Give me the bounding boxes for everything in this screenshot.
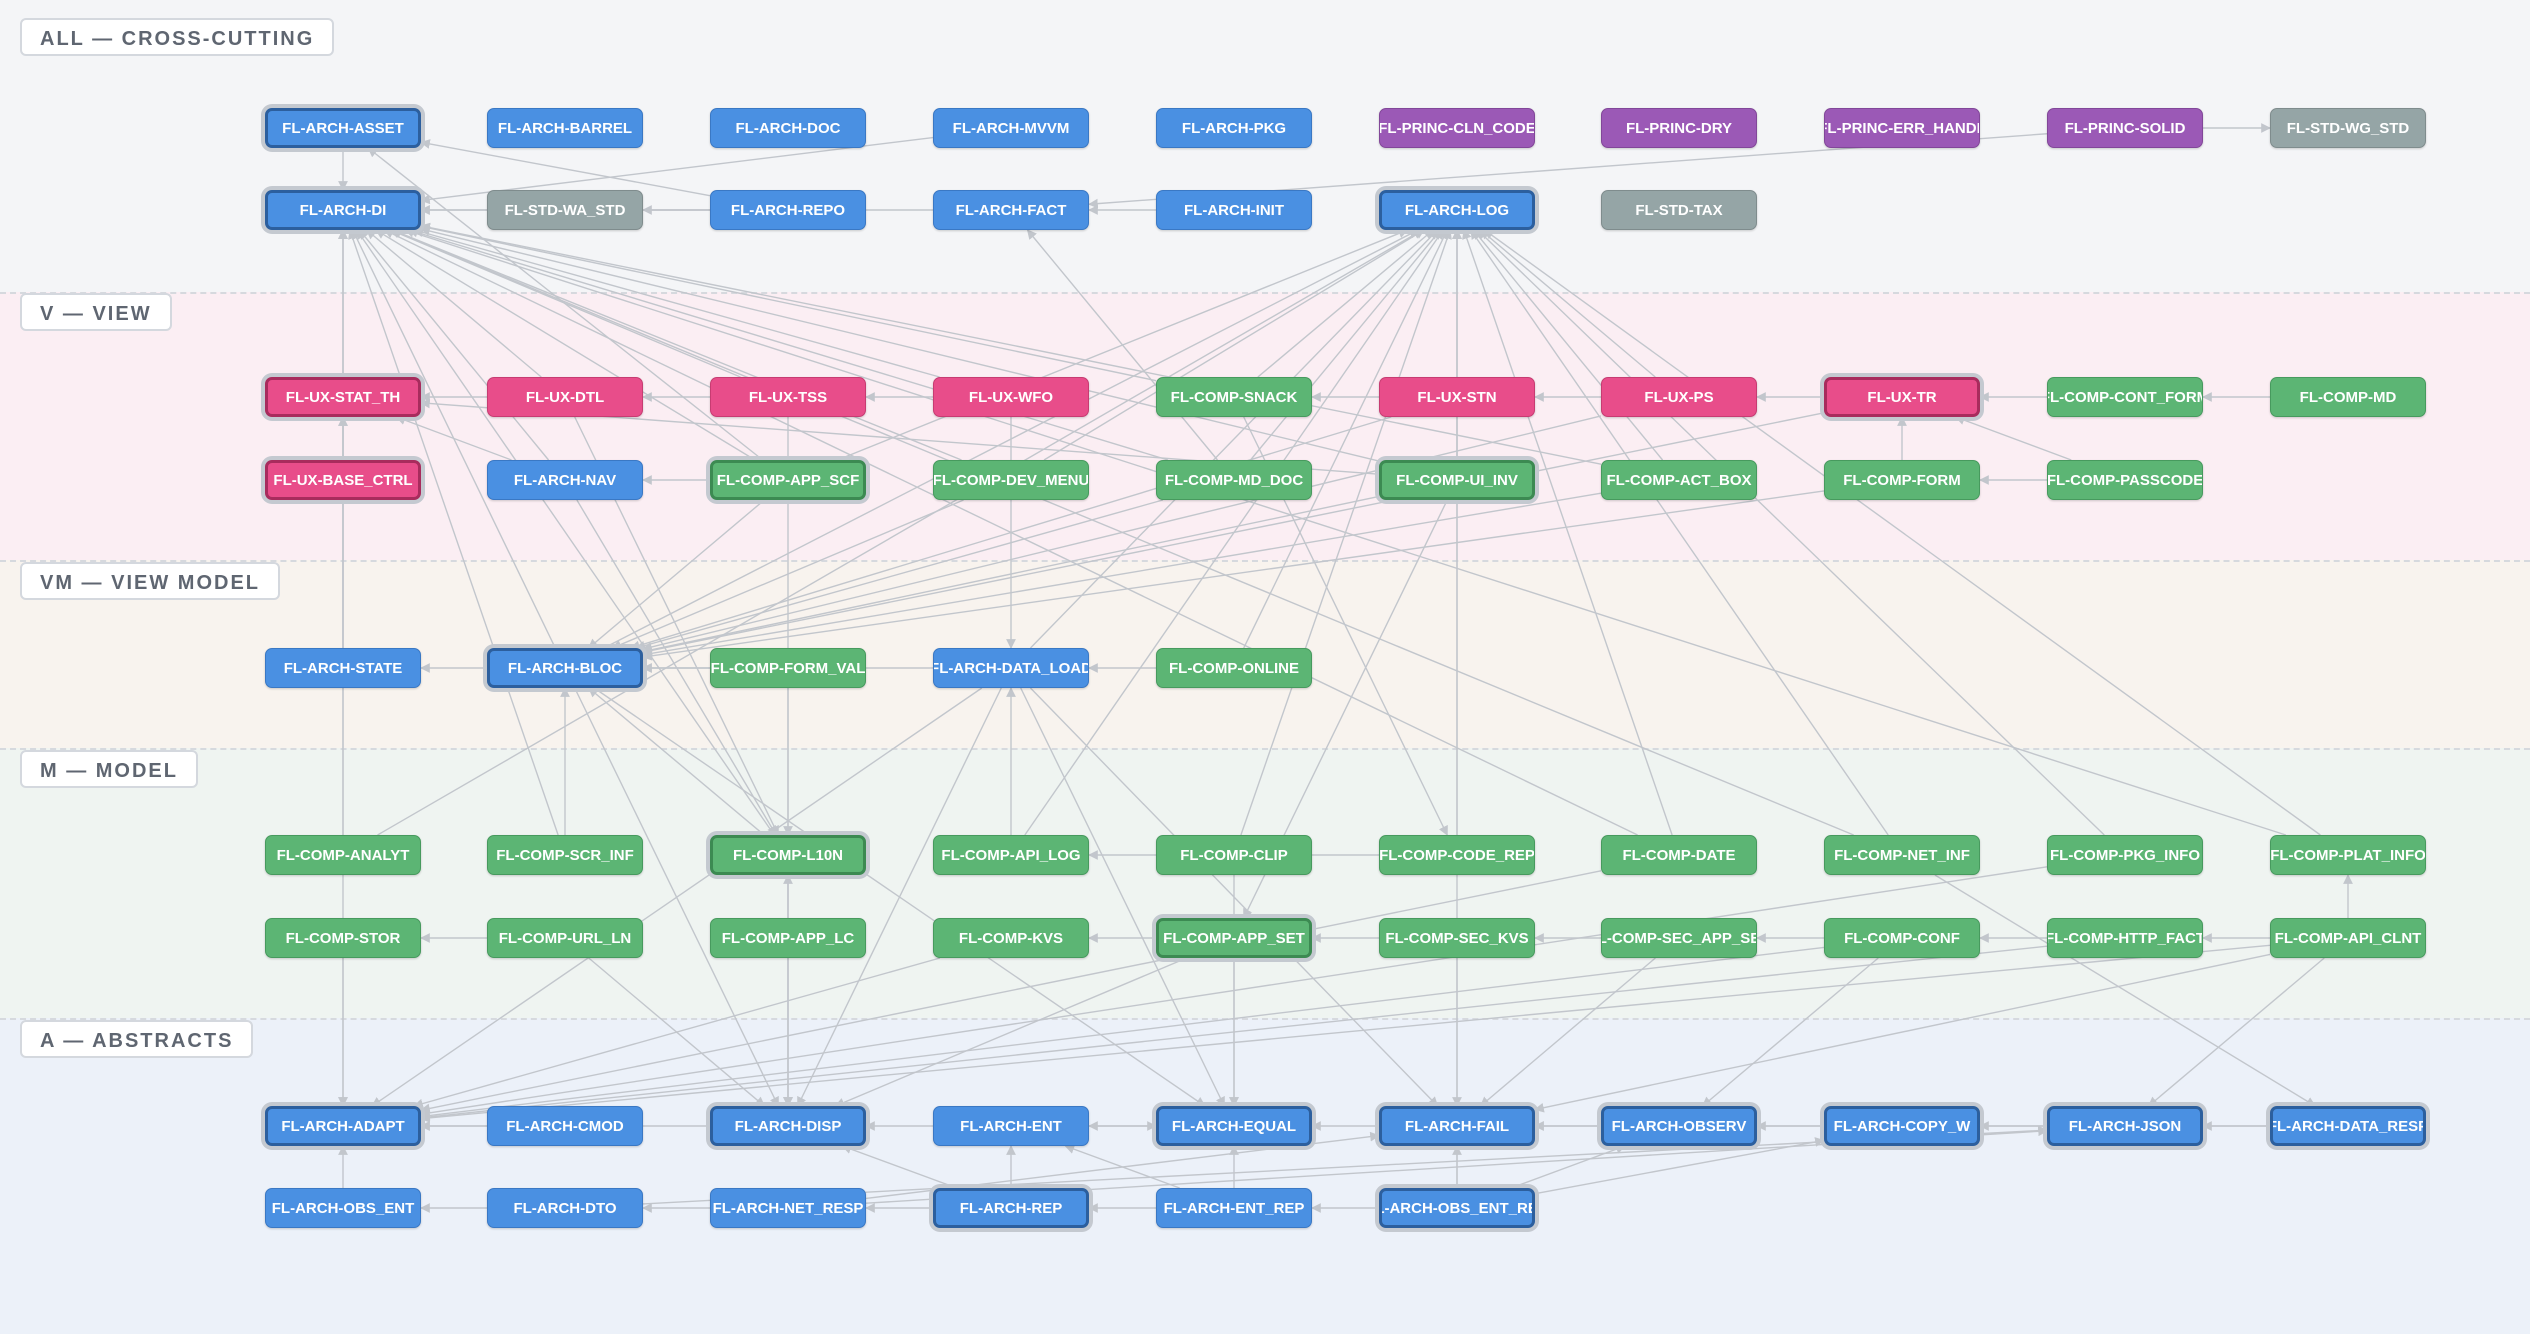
node-fl-princ-cln_code[interactable]: FL-PRINC-CLN_CODE (1379, 108, 1535, 148)
node-fl-arch-rep[interactable]: FL-ARCH-REP (933, 1188, 1089, 1228)
node-fl-arch-doc[interactable]: FL-ARCH-DOC (710, 108, 866, 148)
node-fl-ux-stn[interactable]: FL-UX-STN (1379, 377, 1535, 417)
node-fl-arch-state[interactable]: FL-ARCH-STATE (265, 648, 421, 688)
node-fl-princ-dry[interactable]: FL-PRINC-DRY (1601, 108, 1757, 148)
band-label-a: A — ABSTRACTS (20, 1020, 254, 1058)
node-fl-comp-stor[interactable]: FL-COMP-STOR (265, 918, 421, 958)
node-fl-princ-err_handl[interactable]: FL-PRINC-ERR_HANDL (1824, 108, 1980, 148)
node-fl-arch-fact[interactable]: FL-ARCH-FACT (933, 190, 1089, 230)
node-fl-comp-app_scf[interactable]: FL-COMP-APP_SCF (710, 460, 866, 500)
node-fl-comp-l10n[interactable]: FL-COMP-L10N (710, 835, 866, 875)
node-fl-ux-stat_th[interactable]: FL-UX-STAT_TH (265, 377, 421, 417)
band-m: M — MODEL (0, 748, 2530, 1020)
node-fl-arch-barrel[interactable]: FL-ARCH-BARREL (487, 108, 643, 148)
node-fl-comp-net_inf[interactable]: FL-COMP-NET_INF (1824, 835, 1980, 875)
node-fl-comp-form[interactable]: FL-COMP-FORM (1824, 460, 1980, 500)
band-v: V — VIEW (0, 292, 2530, 562)
node-fl-std-wa_std[interactable]: FL-STD-WA_STD (487, 190, 643, 230)
node-fl-arch-log[interactable]: FL-ARCH-LOG (1379, 190, 1535, 230)
band-label-v: V — VIEW (20, 293, 172, 331)
node-fl-arch-obs_ent_rep[interactable]: FL-ARCH-OBS_ENT_REP (1379, 1188, 1535, 1228)
node-fl-arch-json[interactable]: FL-ARCH-JSON (2047, 1106, 2203, 1146)
node-fl-ux-tss[interactable]: FL-UX-TSS (710, 377, 866, 417)
node-fl-arch-fail[interactable]: FL-ARCH-FAIL (1379, 1106, 1535, 1146)
node-fl-arch-data_resp[interactable]: FL-ARCH-DATA_RESP (2270, 1106, 2426, 1146)
node-fl-arch-asset[interactable]: FL-ARCH-ASSET (265, 108, 421, 148)
node-fl-arch-bloc[interactable]: FL-ARCH-BLOC (487, 648, 643, 688)
node-fl-std-tax[interactable]: FL-STD-TAX (1601, 190, 1757, 230)
band-label-vm: VM — VIEW MODEL (20, 562, 280, 600)
node-fl-comp-passcode[interactable]: FL-COMP-PASSCODE (2047, 460, 2203, 500)
node-fl-comp-conf[interactable]: FL-COMP-CONF (1824, 918, 1980, 958)
node-fl-comp-pkg_info[interactable]: FL-COMP-PKG_INFO (2047, 835, 2203, 875)
node-fl-arch-disp[interactable]: FL-ARCH-DISP (710, 1106, 866, 1146)
node-fl-comp-ui_inv[interactable]: FL-COMP-UI_INV (1379, 460, 1535, 500)
node-fl-comp-form_val[interactable]: FL-COMP-FORM_VAL (710, 648, 866, 688)
node-fl-comp-cont_form[interactable]: FL-COMP-CONT_FORM (2047, 377, 2203, 417)
node-fl-arch-cmod[interactable]: FL-ARCH-CMOD (487, 1106, 643, 1146)
node-fl-comp-app_lc[interactable]: FL-COMP-APP_LC (710, 918, 866, 958)
node-fl-arch-dto[interactable]: FL-ARCH-DTO (487, 1188, 643, 1228)
node-fl-comp-act_box[interactable]: FL-COMP-ACT_BOX (1601, 460, 1757, 500)
node-fl-comp-online[interactable]: FL-COMP-ONLINE (1156, 648, 1312, 688)
node-fl-comp-app_set[interactable]: FL-COMP-APP_SET (1156, 918, 1312, 958)
node-fl-comp-clip[interactable]: FL-COMP-CLIP (1156, 835, 1312, 875)
node-fl-ux-base_ctrl[interactable]: FL-UX-BASE_CTRL (265, 460, 421, 500)
node-fl-arch-pkg[interactable]: FL-ARCH-PKG (1156, 108, 1312, 148)
node-fl-comp-url_ln[interactable]: FL-COMP-URL_LN (487, 918, 643, 958)
node-fl-comp-plat_info[interactable]: FL-COMP-PLAT_INFO (2270, 835, 2426, 875)
node-fl-comp-date[interactable]: FL-COMP-DATE (1601, 835, 1757, 875)
node-fl-arch-copy_w[interactable]: FL-ARCH-COPY_W (1824, 1106, 1980, 1146)
band-a: A — ABSTRACTS (0, 1018, 2530, 1334)
node-fl-arch-di[interactable]: FL-ARCH-DI (265, 190, 421, 230)
node-fl-comp-md[interactable]: FL-COMP-MD (2270, 377, 2426, 417)
node-fl-arch-equal[interactable]: FL-ARCH-EQUAL (1156, 1106, 1312, 1146)
node-fl-arch-init[interactable]: FL-ARCH-INIT (1156, 190, 1312, 230)
node-fl-arch-adapt[interactable]: FL-ARCH-ADAPT (265, 1106, 421, 1146)
node-fl-comp-sec_app_set[interactable]: FL-COMP-SEC_APP_SET (1601, 918, 1757, 958)
node-fl-ux-dtl[interactable]: FL-UX-DTL (487, 377, 643, 417)
band-label-all: ALL — CROSS-CUTTING (20, 18, 335, 56)
node-fl-arch-data_load[interactable]: FL-ARCH-DATA_LOAD (933, 648, 1089, 688)
node-fl-comp-http_fact[interactable]: FL-COMP-HTTP_FACT (2047, 918, 2203, 958)
node-fl-comp-api_clnt[interactable]: FL-COMP-API_CLNT (2270, 918, 2426, 958)
node-fl-arch-ent[interactable]: FL-ARCH-ENT (933, 1106, 1089, 1146)
band-label-m: M — MODEL (20, 750, 198, 788)
node-fl-comp-kvs[interactable]: FL-COMP-KVS (933, 918, 1089, 958)
node-fl-comp-api_log[interactable]: FL-COMP-API_LOG (933, 835, 1089, 875)
node-fl-arch-net_resp[interactable]: FL-ARCH-NET_RESP (710, 1188, 866, 1228)
node-fl-arch-obs_ent[interactable]: FL-ARCH-OBS_ENT (265, 1188, 421, 1228)
node-fl-ux-ps[interactable]: FL-UX-PS (1601, 377, 1757, 417)
node-fl-comp-snack[interactable]: FL-COMP-SNACK (1156, 377, 1312, 417)
node-fl-arch-observ[interactable]: FL-ARCH-OBSERV (1601, 1106, 1757, 1146)
node-fl-comp-scr_inf[interactable]: FL-COMP-SCR_INF (487, 835, 643, 875)
node-fl-ux-wfo[interactable]: FL-UX-WFO (933, 377, 1089, 417)
node-fl-arch-mvvm[interactable]: FL-ARCH-MVVM (933, 108, 1089, 148)
node-fl-comp-analyt[interactable]: FL-COMP-ANALYT (265, 835, 421, 875)
node-fl-princ-solid[interactable]: FL-PRINC-SOLID (2047, 108, 2203, 148)
node-fl-comp-md_doc[interactable]: FL-COMP-MD_DOC (1156, 460, 1312, 500)
node-fl-ux-tr[interactable]: FL-UX-TR (1824, 377, 1980, 417)
node-fl-std-wg_std[interactable]: FL-STD-WG_STD (2270, 108, 2426, 148)
node-fl-comp-sec_kvs[interactable]: FL-COMP-SEC_KVS (1379, 918, 1535, 958)
node-fl-comp-code_rep[interactable]: FL-COMP-CODE_REP (1379, 835, 1535, 875)
node-fl-arch-ent_rep[interactable]: FL-ARCH-ENT_REP (1156, 1188, 1312, 1228)
node-fl-comp-dev_menu[interactable]: FL-COMP-DEV_MENU (933, 460, 1089, 500)
node-fl-arch-nav[interactable]: FL-ARCH-NAV (487, 460, 643, 500)
node-fl-arch-repo[interactable]: FL-ARCH-REPO (710, 190, 866, 230)
